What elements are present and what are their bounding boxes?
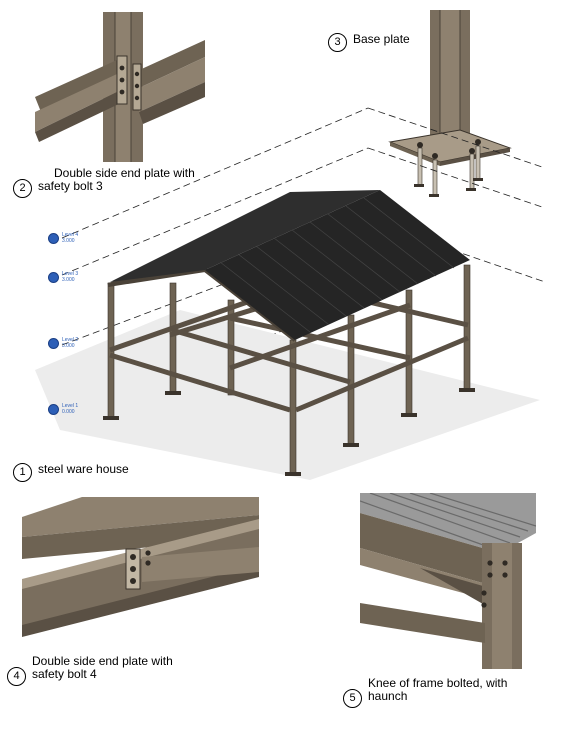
callout-detail-1: 1 steel ware house (13, 463, 129, 482)
level-marker-icon (48, 271, 59, 283)
detail-3-base-plate-image (380, 10, 515, 205)
detail-label: steel ware house (38, 462, 129, 476)
level-elevation: 3.000 (62, 238, 75, 244)
detail-label-line: safety bolt 3 (38, 179, 103, 193)
level-marker-icon (48, 232, 59, 244)
callout-detail-3: 3 Base plate (328, 33, 410, 52)
callout-detail-4: 4 Double side end plate with safety bolt… (7, 655, 173, 686)
detail-5-knee-image (360, 493, 536, 669)
detail-label-line: Double side end plate with (54, 166, 195, 180)
level-marker-icon (48, 337, 59, 349)
level-marker-4: Level 4 3.000 (48, 232, 78, 244)
detail-label: Base plate (353, 32, 410, 46)
detail-label-line: Double side end plate with (32, 654, 173, 668)
callout-detail-5: 5 Knee of frame bolted, with haunch (343, 677, 507, 708)
detail-label-line: Knee of frame bolted, with (368, 676, 508, 690)
detail-number-badge: 5 (343, 689, 362, 708)
level-marker-2: Level 2 3.000 (48, 337, 78, 349)
level-name: Level 2 (62, 337, 79, 343)
detail-number-badge: 2 (13, 179, 32, 198)
level-marker-3: Level 3 3.000 (48, 271, 78, 283)
detail-number-badge: 1 (13, 463, 32, 482)
detail-2-end-plate-image (35, 12, 205, 162)
level-elevation: 3.000 (62, 277, 75, 283)
detail-4-end-plate-image (22, 497, 259, 647)
callout-detail-2: 2 Double side end plate with safety bolt… (13, 167, 195, 198)
level-elevation: 3.000 (62, 343, 75, 349)
level-marker-icon (48, 403, 59, 415)
level-name: Level 3 (62, 271, 79, 277)
detail-label-line: safety bolt 4 (32, 667, 97, 681)
level-elevation: 0.000 (62, 409, 75, 415)
detail-label-line: haunch (368, 689, 408, 703)
level-marker-1: Level 1 0.000 (48, 403, 78, 415)
level-name: Level 4 (62, 232, 79, 238)
detail-number-badge: 4 (7, 667, 26, 686)
level-name: Level 1 (62, 403, 79, 409)
steel-warehouse-model (0, 100, 570, 485)
detail-number-badge: 3 (328, 33, 347, 52)
